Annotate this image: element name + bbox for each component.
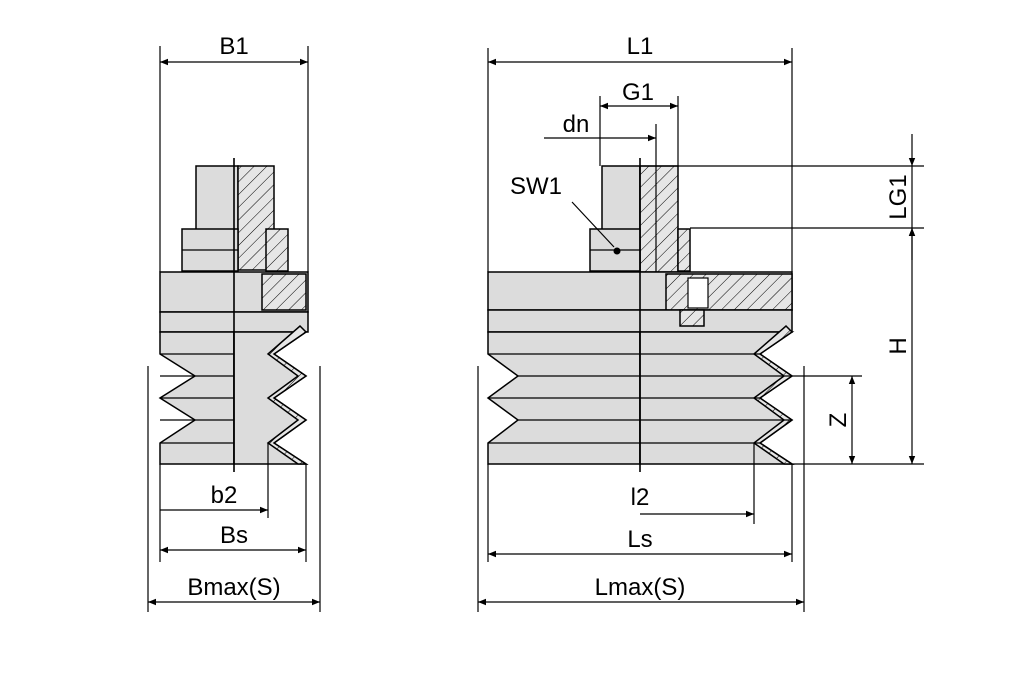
dim-label-L1: L1 [627,33,654,60]
dim-label-G1: G1 [622,79,654,106]
dim-label-H: H [885,337,912,354]
sw1-marker [613,247,621,255]
front-view: L1 G1 dn SW1 LG1 H Z l2 [477,33,924,612]
dim-label-LG1: LG1 [885,174,912,219]
dim-label-B1: B1 [219,33,248,60]
dim-label-dn: dn [563,111,590,138]
side-hex-nut-section [265,228,289,272]
side-flange-section [261,273,307,311]
dim-label-Ls: Ls [627,526,652,553]
dim-label-Bmax: Bmax(S) [187,574,280,601]
dim-label-Lmax: Lmax(S) [595,574,686,601]
dim-label-Z: Z [825,413,852,428]
dim-label-SW1: SW1 [510,173,562,200]
dim-label-Bs: Bs [220,522,248,549]
side-view: B1 b2 Bs Bmax(S) [147,33,321,612]
dim-label-b2: b2 [211,482,238,509]
front-thread-stud-section [639,165,679,273]
front-hex-nut-section [677,228,691,272]
front-flange-section [665,273,793,311]
dim-label-l2: l2 [631,484,650,511]
